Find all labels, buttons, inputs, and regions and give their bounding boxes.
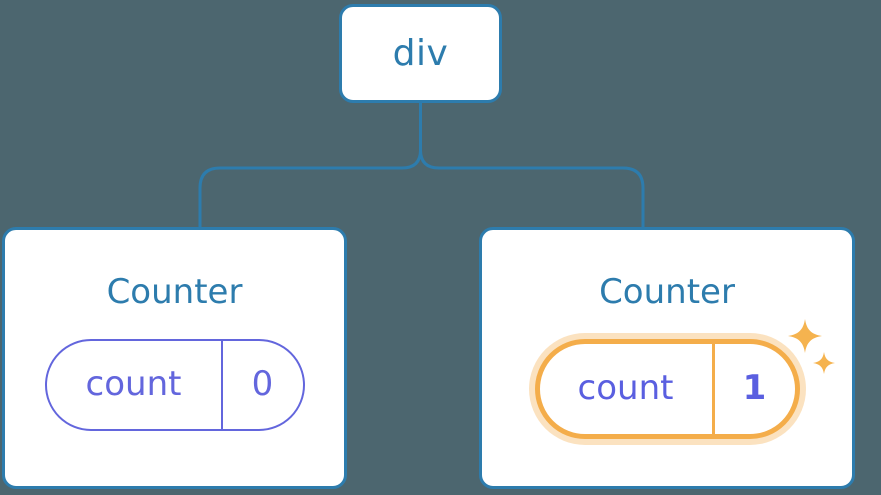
state-pill-right[interactable]: count 1 <box>534 339 800 439</box>
state-pill-wrap-left: count 0 <box>44 339 305 431</box>
state-pill-right-key: count <box>577 367 674 408</box>
state-pill-left-key: count <box>85 363 182 404</box>
node-counter-left[interactable]: Counter count 0 <box>2 227 347 489</box>
state-pill-left-value: 0 <box>220 341 303 429</box>
state-pill-left[interactable]: count 0 <box>44 339 305 431</box>
node-div[interactable]: div <box>339 4 502 103</box>
node-div-label: div <box>392 32 449 74</box>
node-counter-right[interactable]: Counter count 1 <box>479 227 855 489</box>
node-counter-left-label: Counter <box>106 272 243 312</box>
connector-left <box>198 101 422 229</box>
state-pill-right-value: 1 <box>711 344 795 434</box>
connector-right <box>419 101 645 229</box>
sparkle-small-icon <box>812 352 835 374</box>
node-counter-right-label: Counter <box>599 272 735 312</box>
state-pill-wrap-right: count 1 <box>534 319 835 439</box>
